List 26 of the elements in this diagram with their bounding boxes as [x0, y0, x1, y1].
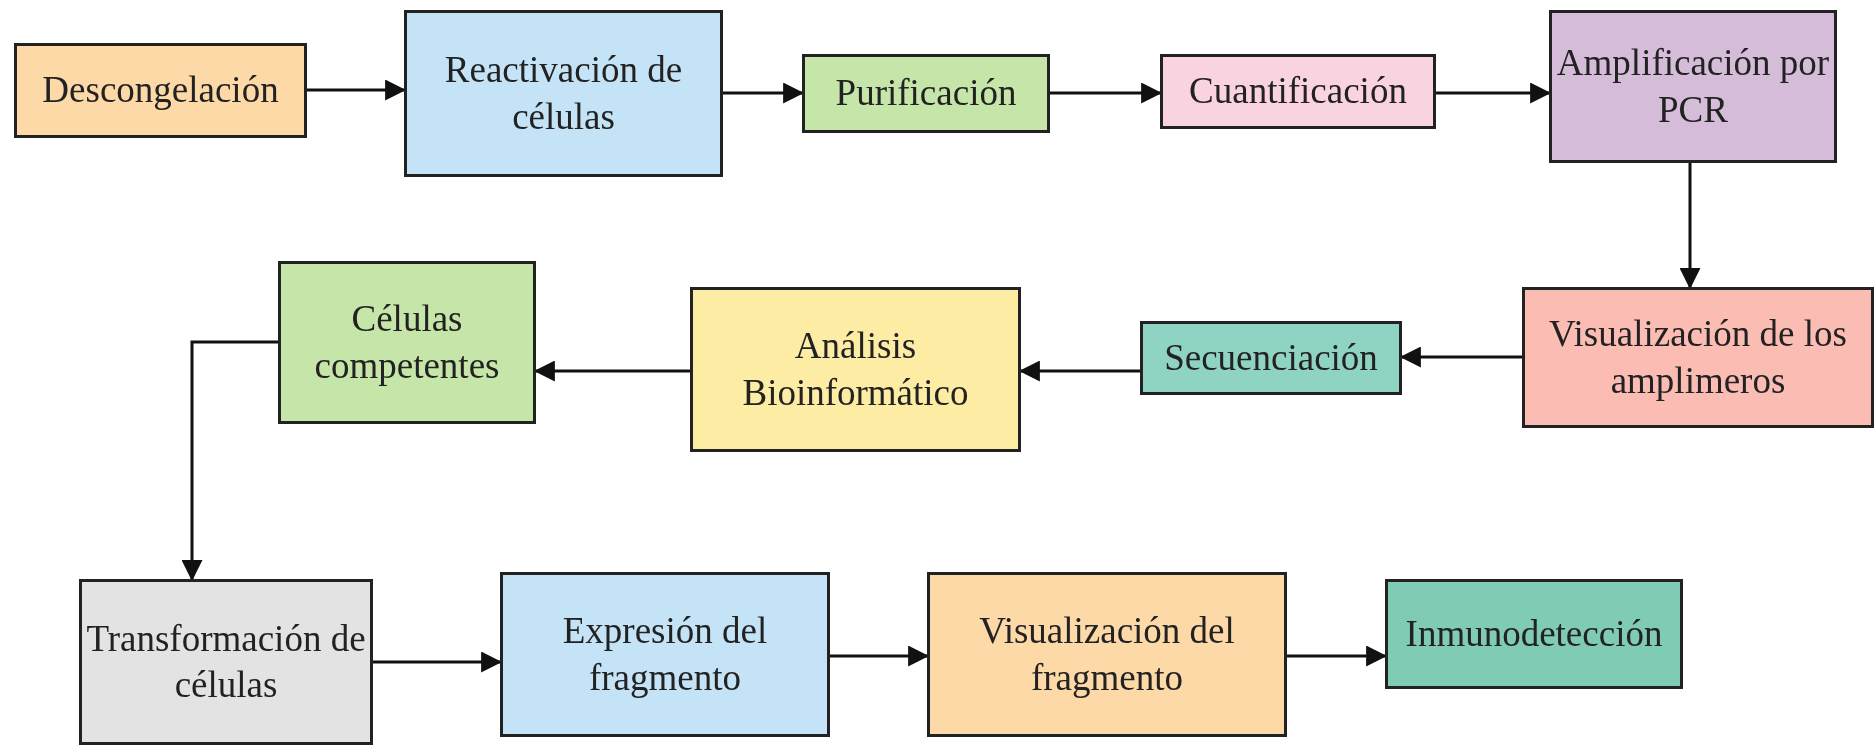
process-box [927, 572, 1287, 737]
process-box [1385, 579, 1683, 689]
process-box [79, 579, 373, 745]
step-label: Inmunodetección [1404, 611, 1664, 656]
step-label: Purificación [834, 71, 1018, 116]
step-label: Amplificación por PCR [1555, 41, 1831, 132]
process-box [690, 287, 1021, 452]
process-box [1549, 10, 1837, 163]
step-label: Visualización de los amplimeros [1548, 312, 1848, 403]
step-label: Transformación de células [85, 616, 367, 707]
process-box [1140, 321, 1402, 395]
step-label: Descongelación [41, 68, 280, 113]
step-label: Visualización del fragmento [978, 609, 1236, 700]
step-label: Análisis Bioinformático [741, 324, 970, 415]
process-box [1160, 54, 1436, 129]
step-label: Secuenciación [1163, 335, 1379, 380]
step-label: Expresión del fragmento [561, 609, 769, 700]
step-label: Células competentes [313, 297, 501, 388]
step-label: Reactivación de células [443, 48, 684, 139]
step-label: Cuantificación [1188, 69, 1408, 114]
process-box [1522, 287, 1874, 428]
process-box [404, 10, 723, 177]
process-box [802, 54, 1050, 133]
process-box [278, 261, 536, 424]
process-box [14, 43, 307, 138]
process-box [500, 572, 830, 737]
